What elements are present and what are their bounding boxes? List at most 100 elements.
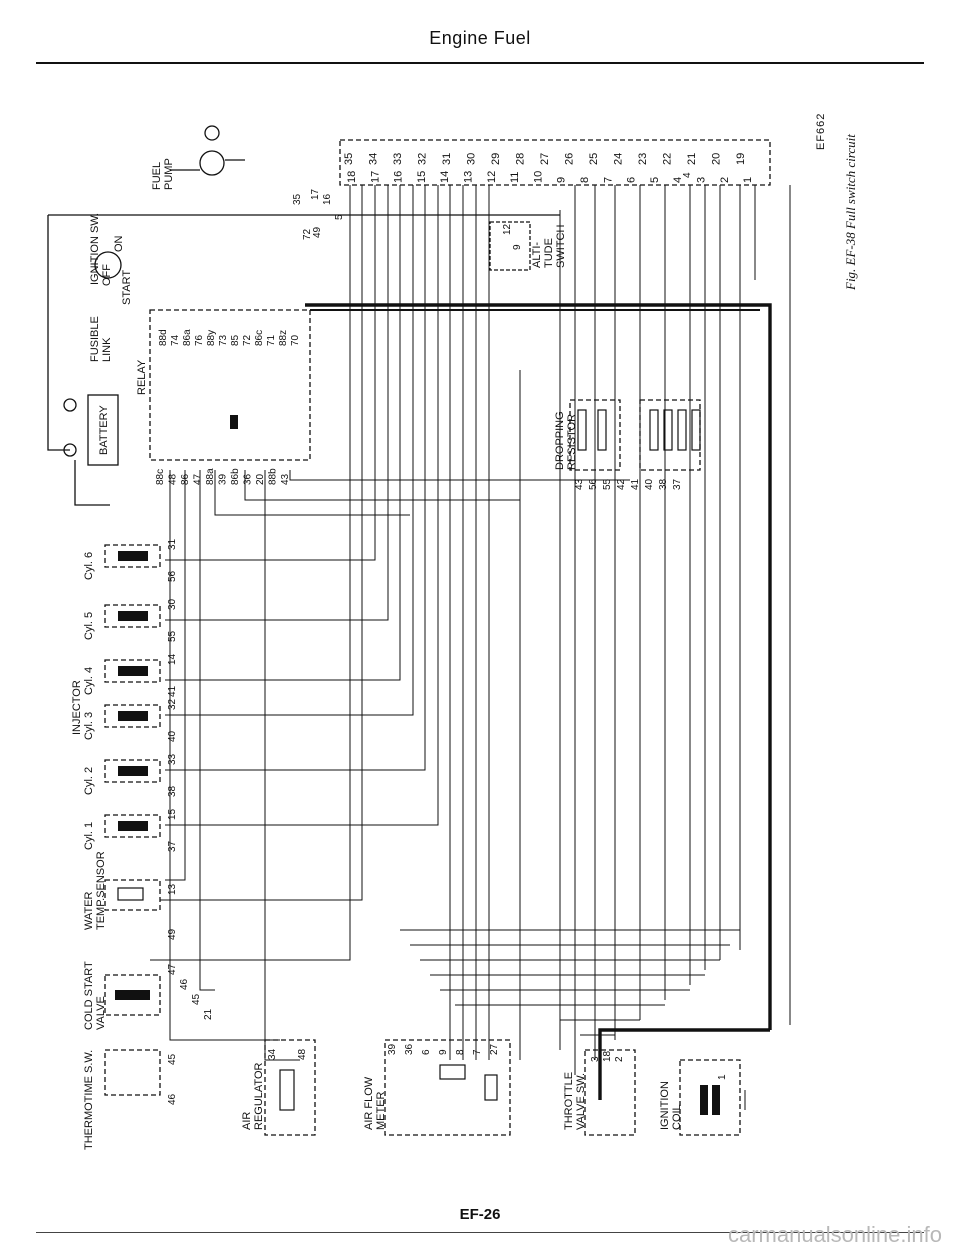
connector-terminal-6: 6 (626, 177, 638, 183)
connector-terminal-3: 3 (696, 177, 708, 183)
relay-label: RELAY (136, 359, 148, 395)
air-flow-terminal-39: 39 (387, 1043, 398, 1055)
ecu-connector-outline (339, 139, 771, 186)
injector-terminal-56: 56 (167, 570, 178, 582)
connector-terminal-1: 1 (742, 177, 754, 183)
page-header: Engine Fuel (429, 28, 531, 48)
dropping-terminal-40: 40 (644, 478, 655, 490)
connector-terminal-33: 33 (392, 153, 404, 165)
air-flow-terminal-36: 36 (404, 1043, 415, 1055)
connector-terminal-25: 25 (588, 153, 600, 165)
ign-on-label: ON (113, 235, 125, 252)
injector-terminal-33: 33 (167, 753, 178, 765)
connector-terminal-26: 26 (564, 153, 576, 165)
injector-coil-cyl1 (118, 821, 148, 831)
air-regulator-label: AIRREGULATOR (241, 1063, 265, 1130)
air-flow-terminal-8: 8 (455, 1049, 466, 1055)
battery-terminal-pos (63, 398, 77, 412)
throttle-terminal-2: 2 (614, 1056, 625, 1062)
relay-terminal-86c: 86c (254, 330, 265, 346)
air-flow-terminal-27: 27 (489, 1043, 500, 1055)
air-flow-meter-label: AIR FLOWMETER (363, 1076, 387, 1130)
dropping-terminal-37: 37 (672, 478, 683, 490)
injector-coil-cyl6 (118, 551, 148, 561)
dropping-terminal-43: 43 (574, 478, 585, 490)
misc-terminal-72: 72 (302, 228, 313, 240)
injector-label: INJECTOR (71, 680, 83, 735)
footer-rule (36, 1232, 924, 1233)
air-regulator-box (264, 1039, 316, 1136)
injector-terminal-32: 32 (167, 698, 178, 710)
relay-terminal-88z: 88z (278, 330, 289, 346)
throttle-terminal-18: 18 (602, 1050, 613, 1062)
relay-terminal-88b: 88b (268, 468, 279, 485)
relay-coil (230, 415, 238, 429)
connector-terminal-19: 19 (735, 153, 747, 165)
injector-terminal-14: 14 (167, 653, 178, 665)
connector-terminal-34: 34 (368, 153, 380, 165)
relay-terminal-85: 85 (230, 334, 241, 346)
header-rule (36, 62, 924, 64)
throttle-terminal-3: 3 (590, 1056, 601, 1062)
injector-coil-cyl3 (118, 711, 148, 721)
watermark: carmanualsonline.info (727, 1222, 942, 1247)
misc-terminal-12: 12 (502, 223, 513, 235)
connector-terminal-9: 9 (556, 177, 568, 183)
water-temp-terminal-13: 13 (167, 883, 178, 895)
connector-terminal-29: 29 (490, 153, 502, 165)
dropping-resistor-box-a (569, 399, 621, 471)
cyl6-label: Cyl. 6 (83, 552, 95, 580)
cyl3-label: Cyl. 3 (83, 712, 95, 740)
connector-terminal-21: 21 (686, 153, 698, 165)
dropping-terminal-55: 55 (602, 478, 613, 490)
relay-terminal-88d: 88d (158, 329, 169, 346)
water-temp-terminal-49: 49 (167, 928, 178, 940)
thermotime-terminal-45: 45 (167, 1053, 178, 1065)
ignition-sw-label: IGNITION SW. (89, 213, 101, 285)
fuel-pump-label: FUELPUMP (151, 158, 175, 190)
connector-terminal-16: 16 (393, 171, 405, 183)
misc-terminal-17: 17 (310, 188, 321, 200)
injector-terminal-40: 40 (167, 730, 178, 742)
fuel-pump-motor (199, 150, 225, 176)
water-temp-element (117, 887, 144, 901)
dropping-terminal-56: 56 (588, 478, 599, 490)
injector-terminal-30: 30 (167, 598, 178, 610)
relay-terminal-73: 73 (218, 334, 229, 346)
injector-terminal-15: 15 (167, 808, 178, 820)
dropping-terminal-38: 38 (658, 478, 669, 490)
relay-terminal-72: 72 (242, 334, 253, 346)
dropping-terminal-41: 41 (630, 478, 641, 490)
cyl5-label: Cyl. 5 (83, 612, 95, 640)
wire-ground-battery (74, 460, 110, 506)
wire-battery-frame (47, 214, 560, 451)
connector-terminal-17: 17 (369, 171, 381, 183)
thermotime-sw-label: THERMOTIME S.W. (83, 1050, 95, 1150)
relay-terminal-71: 71 (266, 334, 277, 346)
ignition-coil-label: IGNITIONCOIL (659, 1081, 683, 1130)
ignition-coil-core-2 (712, 1085, 720, 1115)
air-flow-element (439, 1064, 466, 1080)
connector-terminal-22: 22 (662, 153, 674, 165)
injector-terminal-41: 41 (167, 685, 178, 697)
connector-terminal-10: 10 (532, 171, 544, 183)
fuel-pump-gauge (204, 125, 220, 141)
dropping-resistor-box-b (639, 399, 701, 471)
relay-terminal-88c: 88c (155, 469, 166, 485)
ignition-coil-box (679, 1059, 741, 1136)
air-flow-terminal-9: 9 (438, 1049, 449, 1055)
relay-terminal-86: 86 (180, 473, 191, 485)
relay-terminal-88a: 88a (205, 468, 216, 485)
relay-terminal-47: 47 (193, 473, 204, 485)
cold-start-terminal-21: 21 (203, 1008, 214, 1020)
dropping-resistor-label: DROPPINGRESISTOR (554, 411, 578, 470)
connector-terminal-27: 27 (539, 153, 551, 165)
relay-terminal-48: 48 (168, 473, 179, 485)
relay-terminal-88y: 88y (206, 330, 217, 346)
